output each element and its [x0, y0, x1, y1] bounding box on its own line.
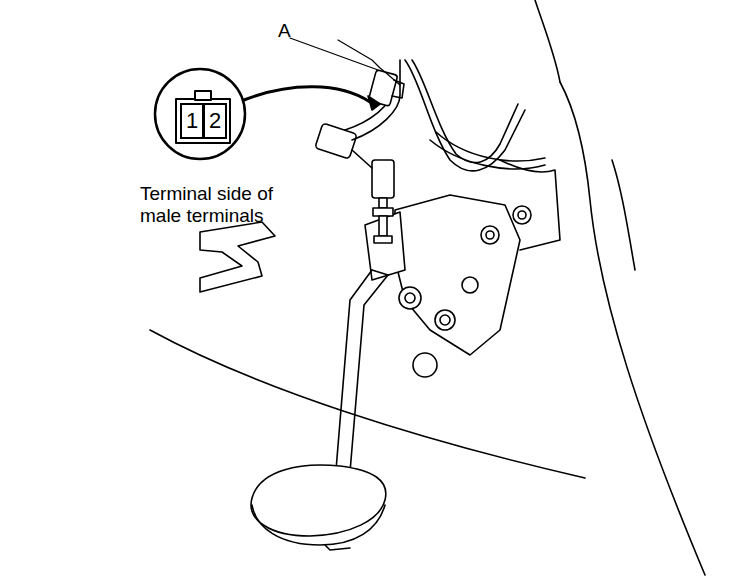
- dashboard-outline: [150, 0, 705, 575]
- clutch-switch: [315, 123, 394, 243]
- detail-circle: [176, 99, 230, 143]
- pedal-bracket: [365, 212, 405, 280]
- clutch-switch: [372, 160, 394, 198]
- clutch-switch: [379, 216, 387, 236]
- pedal-bracket: [486, 231, 494, 239]
- clutch-switch: [352, 150, 372, 168]
- pin-number: 1: [186, 110, 198, 132]
- pedal-bracket: [500, 160, 560, 250]
- leader-lines: [290, 38, 378, 70]
- leader-lines: [244, 87, 370, 102]
- detail-circle: [155, 69, 245, 159]
- pedal-bracket: [413, 353, 437, 377]
- pedal-pad: [252, 505, 385, 545]
- floor-bracket: [200, 222, 275, 292]
- detail-circle: [195, 91, 211, 100]
- pedal-pad: [251, 465, 386, 550]
- pedal-bracket: [405, 293, 415, 303]
- pedal-bracket: [435, 310, 455, 330]
- dashboard-outline: [560, 82, 705, 575]
- pedal-bracket: [481, 226, 499, 244]
- note-text: Terminal side of male terminals: [140, 183, 308, 227]
- pedal-arm: [336, 270, 372, 470]
- pedal-pad: [251, 465, 386, 536]
- dashboard-outline: [535, 0, 560, 82]
- pedal-bracket: [513, 206, 531, 224]
- pedal-bracket: [395, 195, 520, 355]
- wire-harness: [430, 140, 545, 169]
- pedal-bracket: [399, 287, 421, 309]
- leader-lines: [368, 96, 380, 110]
- pedal-arm: [336, 270, 388, 472]
- wire-harness: [436, 132, 545, 161]
- pin-cell: 2: [203, 103, 227, 139]
- wire-harness: [412, 60, 518, 163]
- leader-lines: [338, 40, 400, 85]
- detail-circle: [155, 69, 245, 159]
- pin-cell: 1: [180, 103, 204, 139]
- wire-harness: [352, 60, 400, 140]
- pedal-bracket: [462, 277, 478, 293]
- clutch-switch: [374, 236, 392, 243]
- callout-letter: A: [278, 20, 308, 42]
- pedal-pad: [325, 545, 350, 550]
- clutch-switch: [379, 198, 387, 208]
- pedal-bracket: [440, 315, 450, 325]
- pedal-arm: [372, 270, 388, 275]
- leader-lines: [244, 38, 400, 110]
- pedal-bracket: [518, 211, 526, 219]
- floor-bracket: [200, 222, 275, 292]
- dashboard-outline: [150, 330, 585, 478]
- pedal-arm: [350, 275, 388, 472]
- pin-number: 2: [209, 110, 221, 132]
- dashboard-outline: [612, 160, 635, 270]
- wire-harness: [405, 60, 525, 171]
- pedal-bracket: [365, 160, 560, 377]
- clutch-switch: [373, 208, 393, 216]
- wire-harness: [345, 60, 545, 171]
